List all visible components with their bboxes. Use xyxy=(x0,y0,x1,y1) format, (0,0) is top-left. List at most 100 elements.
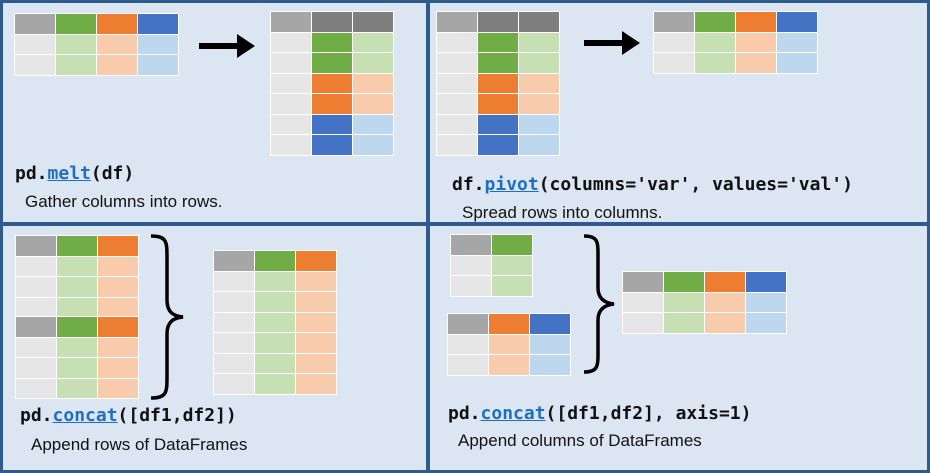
melt-arrow-icon xyxy=(199,34,255,58)
table-header-cell xyxy=(477,11,519,33)
table-cell xyxy=(663,291,705,313)
table-header-cell xyxy=(745,271,787,293)
pivot-code: df.pivot(columns='var', values='val') xyxy=(452,174,853,195)
table-cell xyxy=(270,93,312,115)
table-cell xyxy=(477,52,519,74)
table-cell xyxy=(436,93,478,115)
table-cell xyxy=(436,31,478,53)
table-cell xyxy=(56,336,98,358)
table-cell xyxy=(622,312,664,334)
table-cell xyxy=(97,336,139,358)
table-header-cell xyxy=(491,234,533,256)
melt-code: pd.melt(df) xyxy=(15,163,135,184)
table-cell xyxy=(254,332,296,354)
table-header-cell xyxy=(213,250,255,272)
table-cell xyxy=(55,54,97,76)
table-cell xyxy=(213,332,255,354)
table-header-cell xyxy=(55,13,97,35)
table-header-cell xyxy=(97,316,139,338)
table-cell xyxy=(56,296,98,318)
concat-cols-brace-icon xyxy=(583,234,615,374)
table-cell xyxy=(213,311,255,333)
table-header-cell xyxy=(704,271,746,293)
table-header-cell xyxy=(776,11,818,33)
table-header-cell xyxy=(352,11,394,33)
concat-cols-code: pd.concat([df1,df2], axis=1) xyxy=(448,403,752,424)
table-cell xyxy=(477,113,519,135)
table-cell xyxy=(352,113,394,135)
table-cell xyxy=(311,52,353,74)
table-cell xyxy=(529,354,571,376)
table-cell xyxy=(270,134,312,156)
table-cell xyxy=(352,72,394,94)
table-cell xyxy=(529,333,571,355)
table-cell xyxy=(311,72,353,94)
table-cell xyxy=(213,270,255,292)
table-cell xyxy=(518,72,560,94)
table-cell xyxy=(518,31,560,53)
table-cell xyxy=(488,333,530,355)
table-header-cell xyxy=(270,11,312,33)
table-header-cell xyxy=(663,271,705,293)
table-cell xyxy=(270,72,312,94)
concat-rows-caption: Append rows of DataFrames xyxy=(31,435,248,454)
table-cell xyxy=(295,332,337,354)
table-cell xyxy=(488,354,530,376)
table-cell xyxy=(663,312,705,334)
table-cell xyxy=(56,377,98,399)
table-cell xyxy=(270,31,312,53)
table-cell xyxy=(311,93,353,115)
table-cell xyxy=(137,54,179,76)
table-cell xyxy=(55,33,97,55)
table-cell xyxy=(694,52,736,74)
table-cell xyxy=(295,291,337,313)
table-cell xyxy=(704,291,746,313)
table-cell xyxy=(97,276,139,298)
concat-rows-function-link[interactable]: concat xyxy=(52,405,118,426)
table-cell xyxy=(477,72,519,94)
table-cell xyxy=(97,255,139,277)
table-header-cell xyxy=(488,313,530,335)
concat-cols-function-link[interactable]: concat xyxy=(480,403,546,424)
table-cell xyxy=(213,352,255,374)
table-header-cell xyxy=(15,235,57,257)
table-cell xyxy=(735,52,777,74)
table-cell xyxy=(704,312,746,334)
concat-rows-brace-icon xyxy=(150,234,184,400)
table-cell xyxy=(447,333,489,355)
table-cell xyxy=(776,52,818,74)
table-cell xyxy=(96,33,138,55)
table-cell xyxy=(352,31,394,53)
melt-function-link[interactable]: melt xyxy=(47,163,91,184)
table-cell xyxy=(213,291,255,313)
table-cell xyxy=(15,296,57,318)
table-cell xyxy=(735,31,777,53)
table-cell xyxy=(776,31,818,53)
table-cell xyxy=(56,357,98,379)
concat-rows-output-table xyxy=(213,250,338,396)
table-cell xyxy=(15,276,57,298)
table-cell xyxy=(745,291,787,313)
table-cell xyxy=(97,377,139,399)
table-cell xyxy=(622,291,664,313)
table-header-cell xyxy=(447,313,489,335)
melt-caption: Gather columns into rows. xyxy=(25,192,223,211)
table-cell xyxy=(477,31,519,53)
table-cell xyxy=(295,311,337,333)
table-cell xyxy=(295,373,337,395)
concat-cols-df1-table xyxy=(450,234,534,298)
table-header-cell xyxy=(529,313,571,335)
table-cell xyxy=(15,357,57,379)
table-cell xyxy=(14,54,56,76)
table-cell xyxy=(254,352,296,374)
table-header-cell xyxy=(137,13,179,35)
pivot-output-table xyxy=(653,11,819,75)
pivot-arrow-icon xyxy=(584,31,640,55)
concat-rows-panel: pd.concat([df1,df2]) Append rows of Data… xyxy=(3,226,426,470)
table-header-cell xyxy=(311,11,353,33)
table-header-cell xyxy=(295,250,337,272)
pivot-function-link[interactable]: pivot xyxy=(484,174,539,195)
table-header-cell xyxy=(653,11,695,33)
table-cell xyxy=(295,352,337,374)
